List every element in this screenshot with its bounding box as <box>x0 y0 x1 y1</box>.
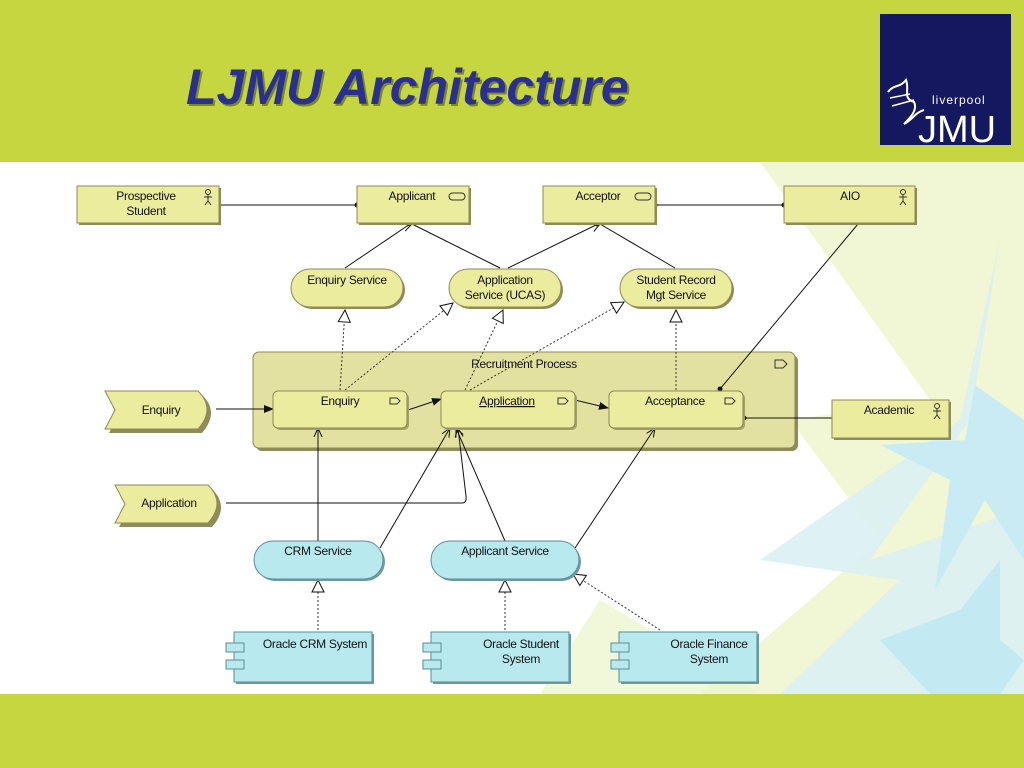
application-service-line2: Service (UCAS) <box>465 288 546 302</box>
system-oracle-crm[interactable]: Oracle CRM System <box>225 631 374 684</box>
acceptor-label: Acceptor <box>576 189 621 203</box>
aio-label: AIO <box>840 189 860 203</box>
student-record-line1: Student Record <box>636 273 715 287</box>
process-acceptance[interactable]: Acceptance <box>608 390 745 430</box>
process-application[interactable]: Application <box>440 390 577 430</box>
service-student-record[interactable]: Student Record Mgt Service <box>619 268 734 309</box>
service-applicant[interactable]: Applicant Service <box>430 540 581 581</box>
acceptance-process-label: Acceptance <box>645 394 705 408</box>
component-icon <box>610 659 630 670</box>
system-oracle-student[interactable]: Oracle Student System <box>422 631 571 684</box>
oracle-crm-label: Oracle CRM System <box>263 637 368 651</box>
actor-icon <box>204 189 212 206</box>
enquiry-service-label: Enquiry Service <box>307 273 387 287</box>
oracle-finance-line1: Oracle Finance <box>670 637 748 651</box>
actor-aio[interactable]: AIO <box>783 185 917 225</box>
process-enquiry[interactable]: Enquiry <box>272 390 409 430</box>
crm-service-label: CRM Service <box>284 544 352 558</box>
application-service-line1: Application <box>477 273 532 287</box>
actor-icon <box>933 403 941 420</box>
applicant-label: Applicant <box>389 189 437 203</box>
student-record-line2: Mgt Service <box>646 288 707 302</box>
component-icon <box>610 642 630 653</box>
liver-bird-icon: liverpool JMU <box>887 77 996 151</box>
slide-title: LJMU Architecture <box>186 59 629 115</box>
process-arrow-icon <box>724 397 736 405</box>
footer-band <box>0 694 1024 768</box>
process-arrow-icon <box>389 397 401 405</box>
connectors <box>215 202 859 631</box>
actor-academic[interactable]: Academic <box>831 399 951 440</box>
event-enquiry[interactable]: Enquiry <box>104 390 211 433</box>
role-applicant[interactable]: Applicant <box>356 185 471 225</box>
academic-label: Academic <box>864 403 915 417</box>
event-application[interactable]: Application <box>114 484 221 527</box>
logo-small-text: liverpool <box>932 93 986 107</box>
component-icon <box>225 642 245 653</box>
logo-big-text: JMU <box>918 109 996 145</box>
component-icon <box>225 659 245 670</box>
application-event-label: Application <box>141 496 196 510</box>
component-icon <box>422 642 442 653</box>
actor-prospective-student[interactable]: Prospective Student <box>76 185 221 225</box>
enquiry-event-label: Enquiry <box>142 403 181 417</box>
recruitment-process-label: Recruitment Process <box>471 357 577 371</box>
system-oracle-finance[interactable]: Oracle Finance System <box>610 631 759 684</box>
enquiry-process-label: Enquiry <box>321 394 360 408</box>
process-arrow-icon <box>557 397 569 405</box>
role-icon <box>448 192 466 201</box>
role-icon <box>634 192 652 201</box>
ljmu-logo: liverpool JMU <box>880 14 1011 151</box>
process-arrow-icon <box>774 359 788 369</box>
oracle-finance-line2: System <box>690 652 729 666</box>
oracle-student-line2: System <box>502 652 541 666</box>
service-enquiry[interactable]: Enquiry Service <box>290 268 405 309</box>
service-crm[interactable]: CRM Service <box>253 540 385 581</box>
role-acceptor[interactable]: Acceptor <box>542 185 657 225</box>
component-icon <box>422 659 442 670</box>
service-application-ucas[interactable]: Application Service (UCAS) <box>448 268 563 309</box>
header-band <box>0 0 1024 162</box>
applicant-service-label: Applicant Service <box>461 544 549 558</box>
actor-icon <box>899 189 907 206</box>
application-process-label: Application <box>479 394 534 408</box>
prospective-student-line1: Prospective <box>116 189 176 203</box>
prospective-student-line2: Student <box>126 204 166 218</box>
oracle-student-line1: Oracle Student <box>483 637 560 651</box>
